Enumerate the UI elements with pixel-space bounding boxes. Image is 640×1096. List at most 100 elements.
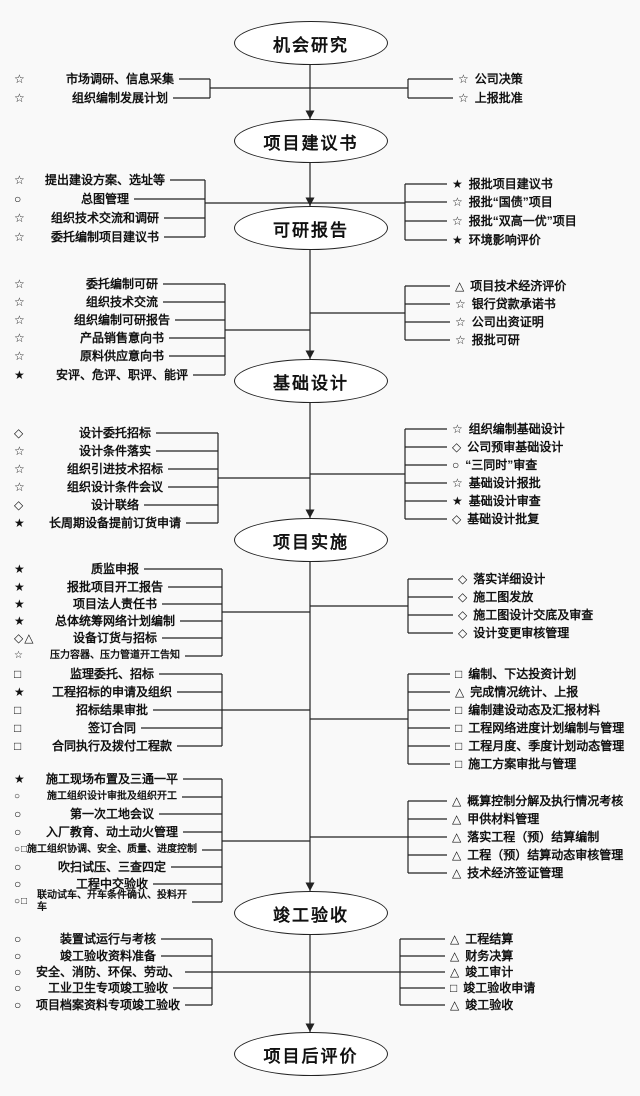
flow-item-label: 委托编制可研 (85, 276, 159, 291)
flow-item-label: 安全、消防、环保、劳动、 (35, 964, 181, 979)
triangle-icon: △ (450, 964, 461, 979)
square-icon: □ (14, 739, 23, 753)
flow-item-label: 工程月度、季度计划动态管理 (468, 738, 625, 753)
flow-item-label: 组织引进技术招标 (66, 461, 164, 476)
triangle-icon: △ (452, 847, 463, 862)
circle-icon: ○ (14, 949, 23, 963)
flow-item: ☆ 报批可研 (455, 333, 520, 347)
star-outline-icon: ☆ (14, 230, 26, 244)
triangle-icon: △ (450, 997, 461, 1012)
flow-item-label: 编制建设动态及汇报材料 (468, 702, 601, 717)
star-filled-icon: ★ (14, 516, 26, 530)
flow-item: △技术经济签证管理 (452, 866, 563, 880)
flow-item-label: 环境影响评价 (468, 232, 541, 247)
circle-icon: ○ (14, 932, 23, 946)
flow-node-5: 项目实施 (234, 518, 388, 562)
flow-item-label: 质监申报 (90, 561, 140, 576)
star-outline-icon: ☆ (14, 313, 26, 327)
flow-item-label: 原料供应意向书 (79, 348, 165, 363)
arrow-down-icon (305, 110, 315, 119)
flow-item-label: 施工组织设计审批及组织开工 (47, 791, 177, 802)
flow-item: △工程（预）结算动态审核管理 (452, 848, 623, 862)
star-outline-icon: ☆ (455, 332, 467, 347)
flow-item-label: 项目档案资料专项竣工验收 (35, 997, 181, 1012)
flow-item-label: 基础设计批复 (467, 511, 540, 526)
flow-item: △项目技术经济评价 (455, 279, 566, 293)
flow-item-label: 工程网络进度计划编制与管理 (468, 720, 625, 735)
flow-item: ☆组织编制基础设计 (452, 422, 565, 436)
star-outline-icon: ☆ (452, 421, 464, 436)
circle-icon: ○ (14, 807, 23, 821)
star-outline-icon: ☆ (14, 480, 26, 494)
flow-item-label: 组织设计条件会议 (66, 479, 164, 494)
flow-item-label: 总体统筹网络计划编制 (54, 613, 176, 628)
flow-item: □工程月度、季度计划动态管理 (455, 739, 624, 753)
star-outline-icon: ☆ (455, 296, 467, 311)
star-outline-icon: ☆ (14, 173, 26, 187)
flow-item-label: 长周期设备提前订货申请 (48, 515, 182, 530)
star-filled-icon: ★ (14, 614, 26, 628)
flow-item-label: 公司预审基础设计 (467, 439, 564, 454)
square-icon: □ (455, 702, 464, 717)
flow-item-label: 委托编制项目建议书 (50, 229, 160, 244)
diamond-icon: ◇ (458, 571, 469, 586)
arrow-down-icon (305, 1023, 315, 1032)
flow-item-label: “三同时”审查 (465, 457, 538, 472)
triangle-icon: △ (450, 948, 461, 963)
arrow-down-icon (305, 197, 315, 206)
flow-item: ☆银行贷款承诺书 (455, 297, 556, 311)
star-filled-icon: ★ (452, 493, 464, 508)
flow-item-label: 监理委托、招标 (69, 666, 155, 681)
diamond-icon: ◇ (458, 625, 469, 640)
diamond-icon: ◇ (14, 498, 25, 512)
flow-item-label: 财务决算 (465, 948, 514, 963)
flow-item-label: 设计变更审核管理 (473, 625, 570, 640)
square-icon: □ (455, 720, 464, 735)
flow-item-label: 入厂教育、动土动火管理 (45, 824, 179, 839)
star-filled-icon: ★ (14, 562, 26, 576)
star-outline-icon: ☆ (14, 444, 26, 458)
flow-item-label: 编制、下达投资计划 (468, 666, 577, 681)
diamond-icon: ◇ (14, 426, 25, 440)
triangle-icon: △ (452, 829, 463, 844)
flow-item-label: 上报批准 (474, 90, 523, 105)
flow-item-label: 落实详细设计 (473, 571, 546, 586)
flow-item: △ 财务决算 (450, 949, 513, 963)
flow-node-4: 基础设计 (234, 359, 388, 403)
flow-item: △完成情况统计、上报 (455, 685, 578, 699)
arrow-down-icon (305, 509, 315, 518)
flow-item-label: 组织技术交流和调研 (50, 210, 160, 225)
circle-icon: ○ (14, 825, 23, 839)
square-icon: □ (450, 980, 459, 995)
star-outline-icon: ☆ (458, 90, 470, 105)
flow-item-label: 竣工验收申请 (463, 980, 536, 995)
flow-item: □ 工程网络进度计划编制与管理 (455, 721, 624, 735)
flow-item: ○“三同时”审查 (452, 458, 537, 472)
flow-item: ◇施工图发放 (458, 590, 533, 604)
star-outline-icon: ☆ (14, 277, 26, 291)
flow-item-label: 组织编制可研报告 (73, 312, 171, 327)
flow-item: △竣工审计 (450, 965, 513, 979)
circle-icon: ○ (14, 998, 23, 1012)
flow-item: △概算控制分解及执行情况考核 (452, 794, 623, 808)
flow-item: ★基础设计审查 (452, 494, 541, 508)
circle-icon: ○ (14, 877, 23, 891)
flow-item-label: 联动试车、开车条件确认、投料开车 (37, 890, 187, 913)
flow-item-label: 设计联络 (90, 497, 140, 512)
flow-item-label: 概算控制分解及执行情况考核 (467, 793, 624, 808)
star-outline-icon: ☆ (455, 314, 467, 329)
flow-item: ☆报批“双高一优”项目 (452, 214, 577, 228)
square-icon: □ (14, 721, 23, 735)
flow-item: □ 竣工验收申请 (450, 981, 535, 995)
flow-item-label: 报批可研 (471, 332, 520, 347)
flow-item-label: 落实工程（预）结算编制 (467, 829, 600, 844)
triangle-icon: △ (455, 278, 466, 293)
flow-item-label: 竣工验收 (465, 997, 514, 1012)
star-outline-icon: ☆ (458, 71, 470, 86)
circle-square-icon: ○□ (14, 844, 29, 855)
flow-item-label: 公司出资证明 (471, 314, 544, 329)
flow-item-label: 工程招标的申请及组织 (51, 684, 173, 699)
star-filled-icon: ★ (14, 685, 26, 699)
diamond-triangle-icon: ◇△ (14, 631, 35, 645)
circle-icon: ○ (14, 965, 23, 979)
